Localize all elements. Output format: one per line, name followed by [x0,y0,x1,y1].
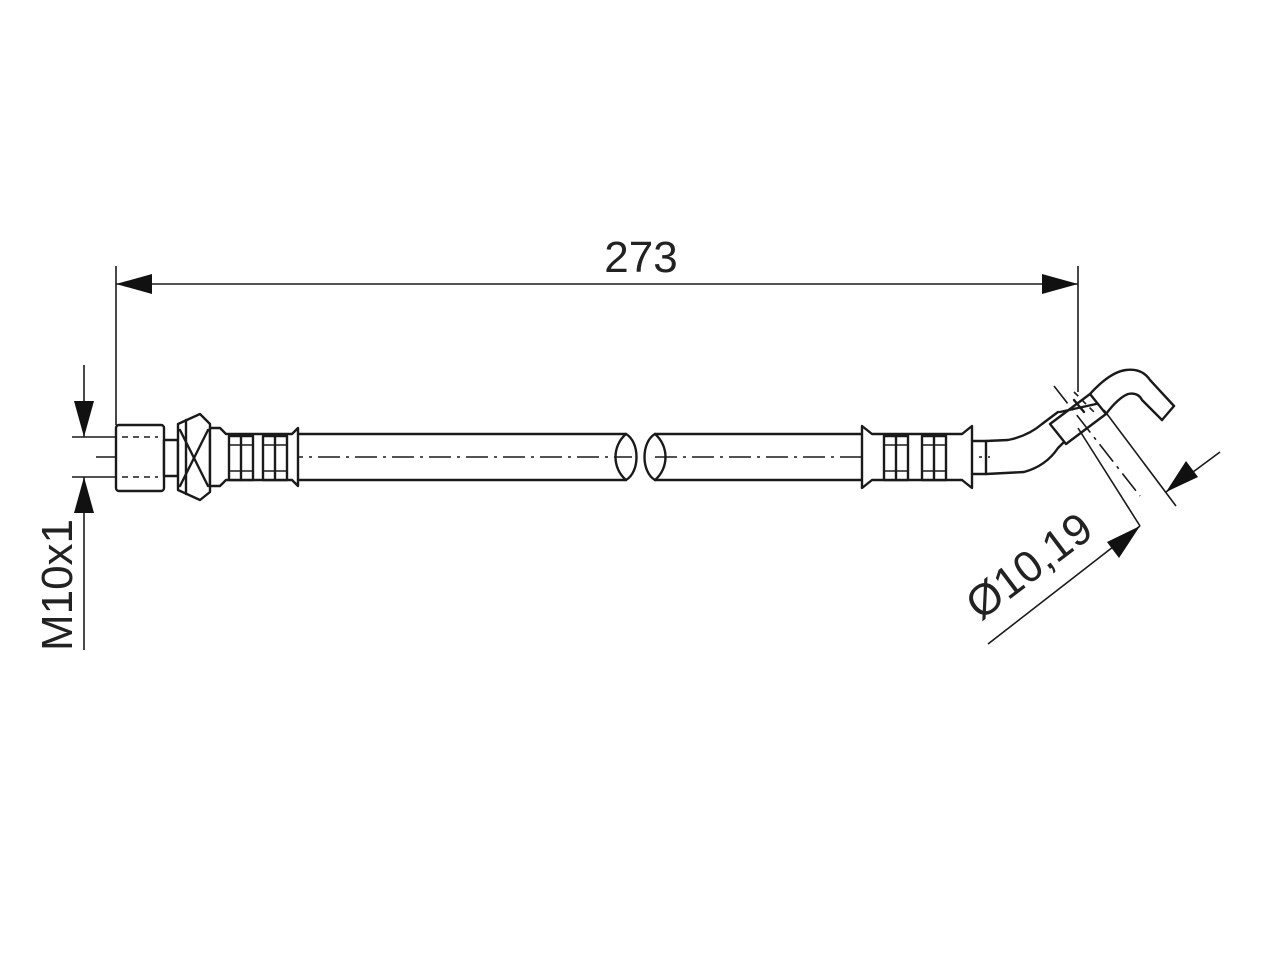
diameter-dimension: Ø10,19 [957,409,1221,645]
right-ferrule [860,424,974,490]
length-dimension: 273 [115,233,1079,425]
left-nut [114,423,166,493]
thread-arrow-top [74,401,94,437]
diameter-extension-1 [1077,427,1141,527]
break-left [624,432,638,482]
hose-body [296,432,864,482]
length-arrow-right [1042,274,1078,294]
thread-dimension: M10x1 [33,365,116,651]
diameter-arrow-1 [1107,526,1140,558]
break-right [653,432,667,482]
left-fitting [114,412,300,502]
thread-value: M10x1 [33,519,82,651]
length-value: 273 [604,233,677,282]
banjo-centerline [1053,385,1141,497]
length-arrow-left [116,274,152,294]
banjo-eye [1048,392,1108,446]
diameter-arrow-2 [1166,461,1198,492]
left-collar [162,438,180,478]
diameter-value: Ø10,19 [957,503,1102,629]
diameter-extension-2 [1103,409,1177,507]
bent-pipe [970,368,1176,476]
thread-arrow-bottom [74,477,94,513]
